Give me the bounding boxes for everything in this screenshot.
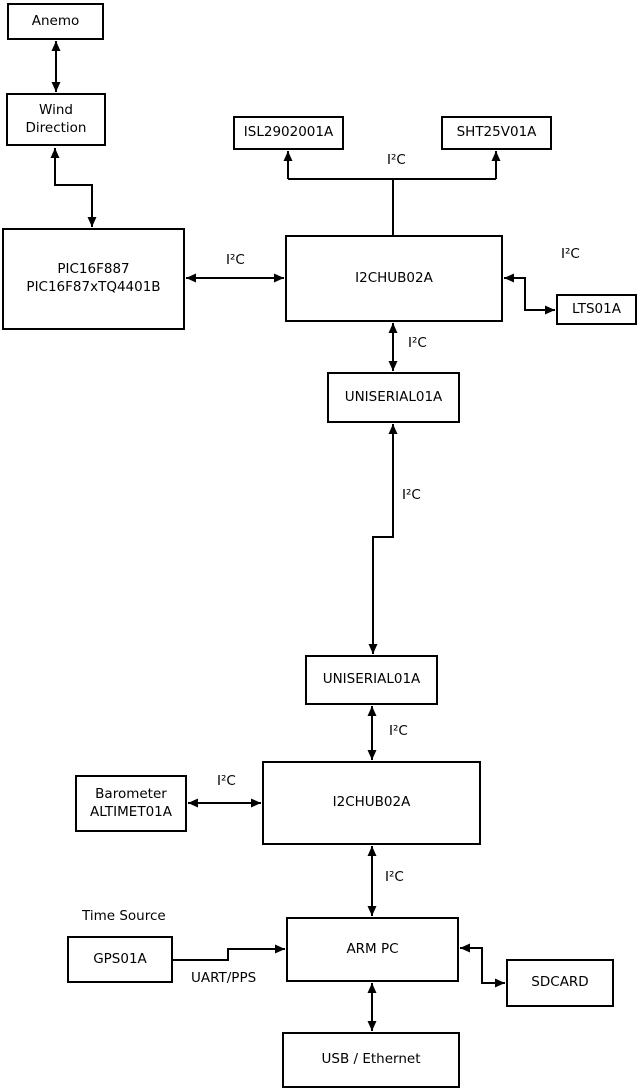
node-wind-direction-label-line2: Direction [25,119,87,136]
node-uniserial01a-top: UNISERIAL01A [327,372,460,423]
node-arm-pc: ARM PC [286,917,459,982]
edge-label-i2c-hub-armpc: I²C [385,869,404,885]
node-uniserial01a-top-label: UNISERIAL01A [344,388,443,405]
connector-winddirection-pic [50,148,97,227]
edge-label-i2c-barometer-hub: I²C [217,773,236,789]
node-i2chub02a-bottom: I2CHUB02A [262,761,481,845]
connector-gps-armpc [173,944,285,961]
connector-armpc-sdcard [460,943,505,988]
node-isl2902001a-label: ISL2902001A [243,124,334,141]
node-i2chub02a-top-label: I2CHUB02A [355,269,433,286]
node-anemo: Anemo [7,3,104,40]
edge-label-i2c-uniserial-hub: I²C [389,723,408,739]
node-barometer-label-line2: ALTIMET01A [90,803,172,820]
edge-label-i2c-hub-right: I²C [561,246,580,262]
node-gps01a-label: GPS01A [93,950,147,967]
connector-i2chub-lts [504,273,555,315]
node-pic16f887: PIC16F887 PIC16F87xTQ4401B [2,228,185,330]
node-sdcard-label: SDCARD [531,974,589,991]
edge-label-i2c-pic-hub: I²C [226,252,245,268]
node-pic16f887-label-line2: PIC16F87xTQ4401B [26,279,161,295]
node-i2chub02a-bottom-label: I2CHUB02A [332,794,411,811]
node-sht25v01a: SHT25V01A [441,116,552,150]
connector-uniserial-uniserial [368,424,398,654]
node-anemo-label: Anemo [31,12,80,29]
node-isl2902001a: ISL2902001A [233,116,344,150]
edge-label-i2c-long-link: I²C [402,487,421,503]
node-wind-direction: Wind Direction [6,93,106,146]
node-usb-ethernet: USB / Ethernet [282,1032,460,1088]
edge-label-i2c-hub-uniserial: I²C [408,335,427,351]
node-wind-direction-label-line1: Wind [39,101,73,118]
node-barometer: Barometer ALTIMET01A [75,775,187,832]
node-uniserial01a-bottom: UNISERIAL01A [305,655,438,705]
node-gps01a: GPS01A [67,936,173,983]
node-sdcard: SDCARD [506,959,614,1007]
edge-label-uart-pps: UART/PPS [191,970,257,986]
node-usb-ethernet-label: USB / Ethernet [321,1051,421,1068]
edge-label-time-source: Time Source [82,908,166,924]
node-i2chub02a-top: I2CHUB02A [285,235,503,322]
node-uniserial01a-bottom-label: UNISERIAL01A [322,671,421,688]
node-barometer-label-line1: Barometer [95,785,167,802]
node-arm-pc-label: ARM PC [346,940,399,957]
node-pic16f887-label-line1: PIC16F887 [57,261,130,278]
node-sht25v01a-label: SHT25V01A [456,124,537,141]
edge-label-i2c-hub-sensors: I²C [387,152,406,168]
node-lts01a-label: LTS01A [572,300,621,317]
node-lts01a: LTS01A [556,294,637,325]
